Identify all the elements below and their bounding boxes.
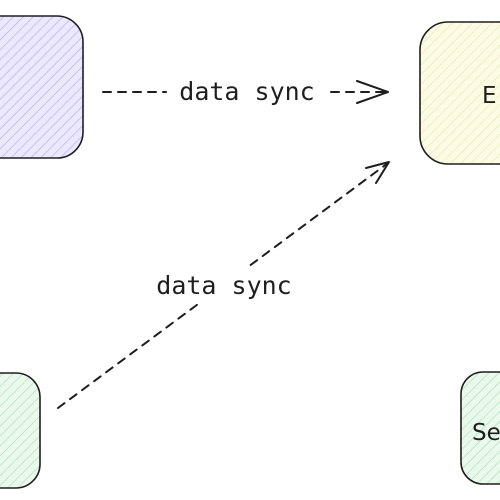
edge-2-arrowhead <box>365 161 390 184</box>
edge-2-line <box>57 162 389 409</box>
node-top-right-box <box>419 21 500 165</box>
edge-2-label-background <box>146 266 300 302</box>
node-top-left-box <box>0 15 84 159</box>
node-bottom-left-box <box>0 372 41 489</box>
node-bottom-right-label: Se <box>472 420 500 446</box>
node-bottom-left[interactable] <box>0 372 41 489</box>
node-top-right[interactable]: E <box>419 21 500 165</box>
node-bottom-right-box <box>460 371 500 485</box>
node-top-right-label: E <box>482 83 497 109</box>
edge-bottom-left-to-top-right[interactable]: data sync <box>57 161 390 409</box>
edge-top-left-to-top-right[interactable]: data sync <box>102 77 389 106</box>
edge-1-label: data sync <box>179 77 314 106</box>
node-top-left[interactable] <box>0 15 84 159</box>
edge-2-label: data sync <box>156 271 291 300</box>
edge-1-arrowhead <box>356 80 389 104</box>
node-bottom-right[interactable]: Se <box>460 371 500 485</box>
